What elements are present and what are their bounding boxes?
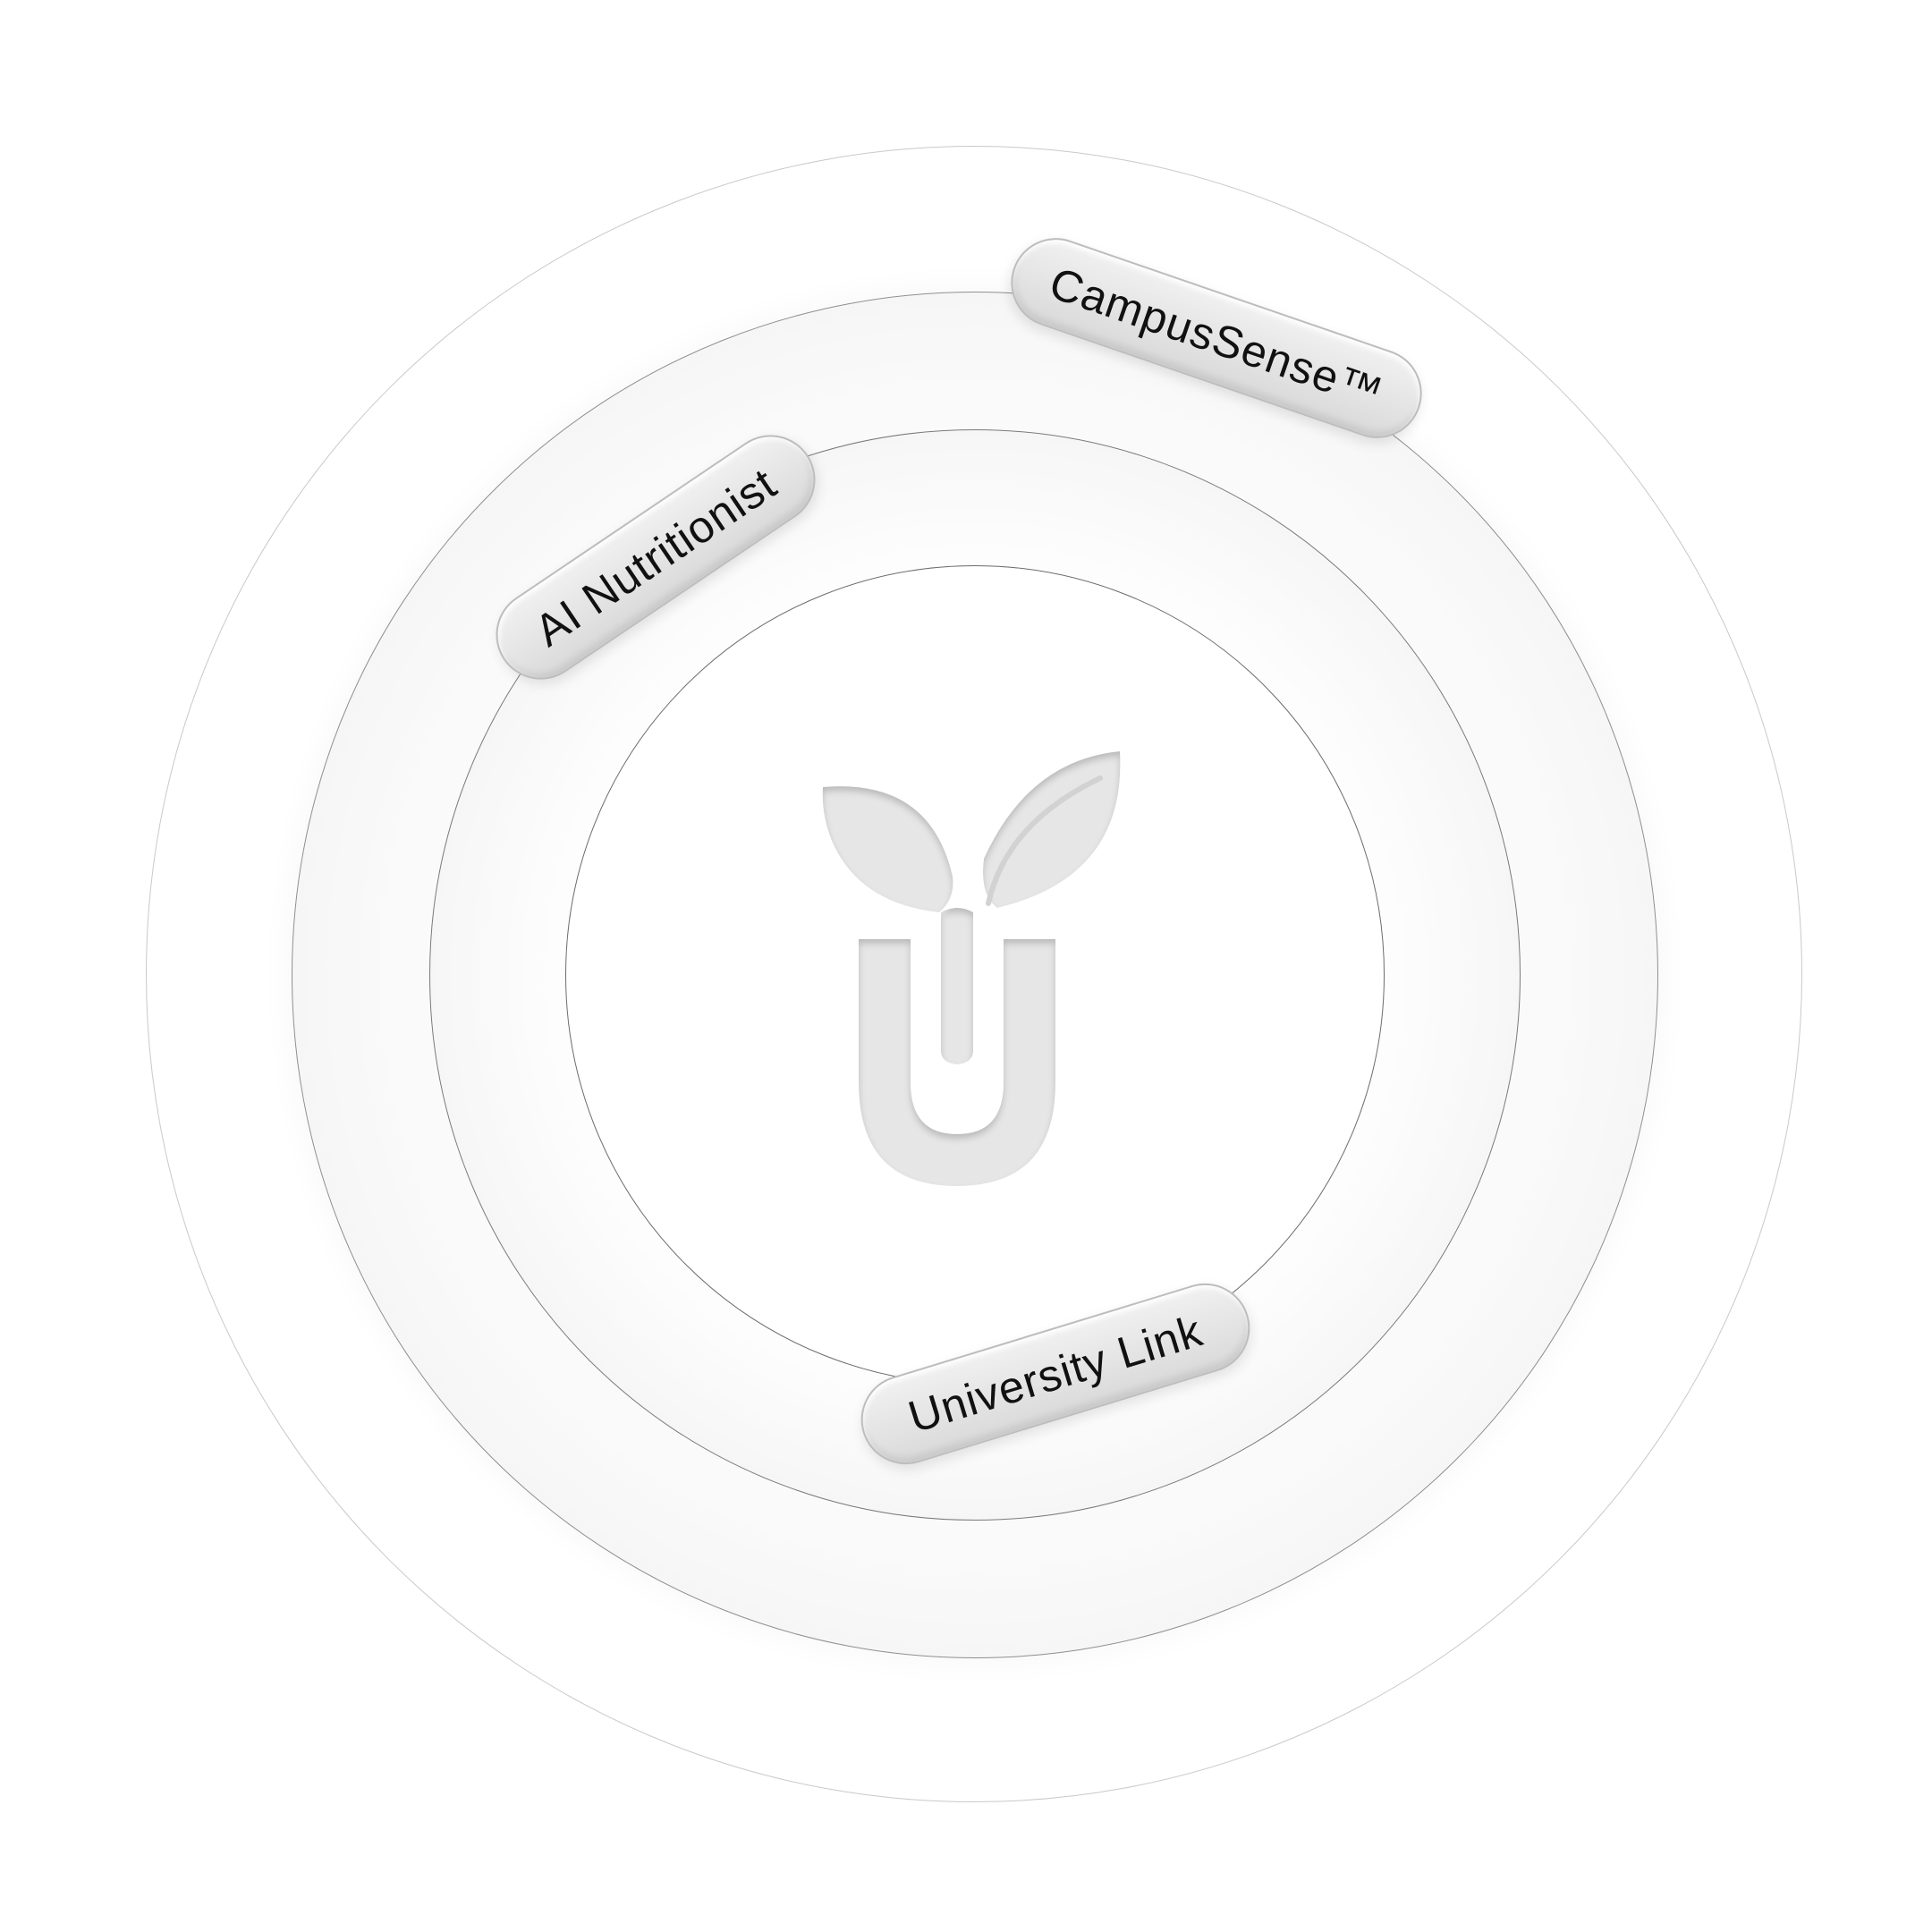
core-circle bbox=[565, 565, 1385, 1385]
leaf-sprout-u-logo-icon bbox=[822, 751, 1121, 1186]
